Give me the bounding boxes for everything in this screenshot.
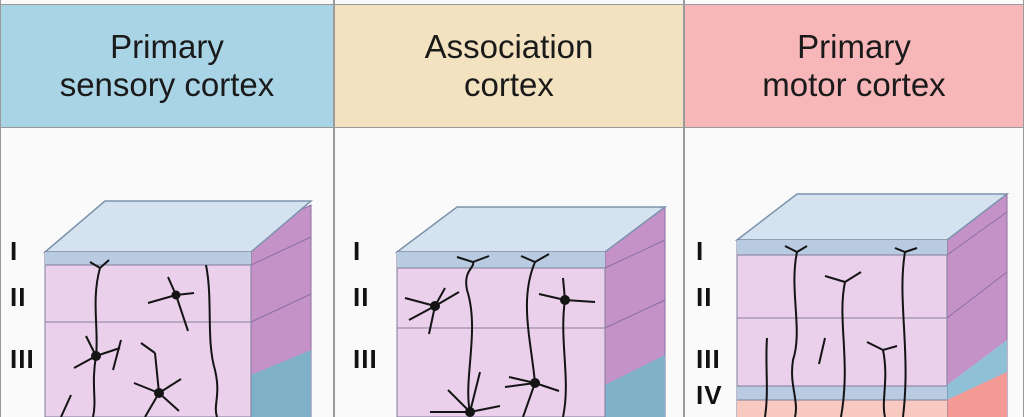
panel-association-cortex: Association cortex [334, 0, 684, 417]
cortex-block-diagram [1, 0, 334, 417]
layer-label-ii: II [10, 282, 26, 313]
layer-label-ii: II [696, 282, 712, 313]
cortex-block-diagram [335, 0, 684, 417]
layer-label-iii: III [353, 344, 378, 375]
panel-primary-motor-cortex: Primary motor cortex I [684, 0, 1024, 417]
panel-primary-sensory-cortex: Primary sensory cortex [0, 0, 334, 417]
cortex-block-diagram [685, 0, 1024, 417]
layer-label-iii: III [696, 344, 721, 375]
layer-label-i: I [10, 236, 18, 267]
layer-label-ii: II [353, 282, 369, 313]
layer-label-i: I [696, 236, 704, 267]
layer-label-iv: IV [696, 380, 723, 411]
layer-label-i: I [353, 236, 361, 267]
layer-label-iii: III [10, 344, 35, 375]
